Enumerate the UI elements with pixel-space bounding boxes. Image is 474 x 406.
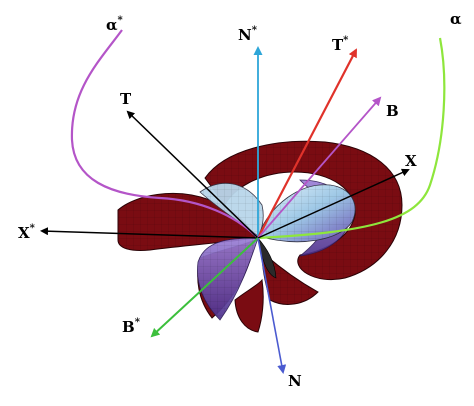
label-b: B bbox=[386, 102, 399, 120]
b-star-vector bbox=[150, 237, 259, 338]
label-alpha: α bbox=[450, 10, 462, 28]
label-n: N bbox=[288, 372, 302, 390]
n-vector bbox=[257, 237, 287, 374]
alpha-curve bbox=[257, 37, 446, 240]
x-vector bbox=[257, 168, 410, 239]
label-alpha-star: α* bbox=[106, 15, 124, 34]
label-x: X bbox=[405, 152, 417, 170]
label-t-star: T* bbox=[332, 35, 349, 54]
surface-flap-bottom bbox=[234, 278, 264, 333]
t-vector bbox=[126, 110, 259, 239]
label-t: T bbox=[120, 90, 132, 108]
label-n-star: N* bbox=[238, 25, 258, 44]
x-star-vector bbox=[40, 227, 259, 239]
label-b-star: B* bbox=[122, 317, 141, 336]
labels: α* α N* T* T B X X* B* N bbox=[18, 10, 462, 390]
vectors bbox=[40, 46, 410, 374]
curves bbox=[70, 29, 446, 240]
t-star-vector bbox=[257, 48, 357, 239]
label-x-star: X* bbox=[18, 223, 36, 242]
b-vector bbox=[257, 96, 382, 239]
alpha-star-curve bbox=[70, 29, 259, 239]
